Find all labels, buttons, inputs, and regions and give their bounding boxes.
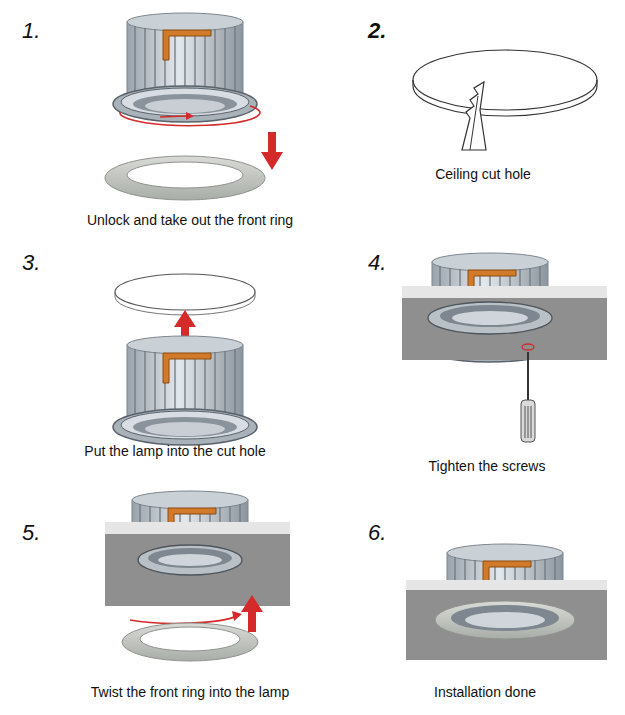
ring-twist-figure: [105, 491, 290, 661]
lamp-insert-figure: [113, 274, 257, 445]
ceiling-hole-figure: [413, 50, 597, 150]
step-caption: Tighten the screws: [429, 458, 546, 474]
step-number: 6.: [368, 520, 386, 546]
step-caption: Twist the front ring into the lamp: [91, 684, 289, 700]
installed-figure: [406, 544, 607, 660]
step-number: 1.: [22, 18, 40, 44]
step-number: 2.: [368, 18, 386, 44]
step-number: 3.: [22, 250, 40, 276]
step-caption: Ceiling cut hole: [435, 166, 531, 182]
step-caption: Installation done: [434, 684, 536, 700]
screw-figure: [402, 253, 607, 442]
step-number: 4.: [368, 250, 386, 276]
lamp-figure: [105, 13, 283, 200]
step-caption: Unlock and take out the front ring: [87, 212, 293, 228]
step-number: 5.: [22, 520, 40, 546]
step-caption: Put the lamp into the cut hole: [84, 443, 265, 459]
